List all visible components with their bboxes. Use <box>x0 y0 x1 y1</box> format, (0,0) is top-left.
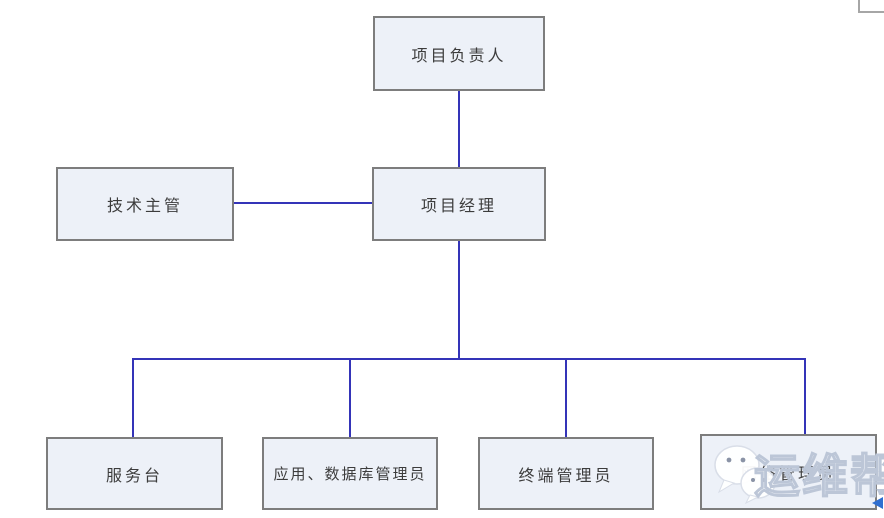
connector-manager-to-branch <box>458 241 460 359</box>
node-service-desk-label: 服务台 <box>105 465 163 485</box>
connector-branch-to-service-desk <box>132 358 134 437</box>
node-project-leader-label: 项目负责人 <box>411 45 507 65</box>
node-app-db-admin-label: 应用、数据库管理员 <box>273 465 427 483</box>
connector-branch-to-terminal-admin <box>565 358 567 437</box>
node-project-manager: 项目经理 <box>372 167 546 241</box>
connector-leader-to-manager <box>458 90 460 167</box>
node-service-desk: 服务台 <box>46 437 223 510</box>
connector-tech-to-manager <box>234 202 372 204</box>
node-network-admin: 网络管理员 <box>700 434 877 510</box>
node-tech-supervisor-label: 技术主管 <box>106 196 183 215</box>
node-terminal-admin-label: 终端管理员 <box>518 465 614 485</box>
node-project-leader: 项目负责人 <box>373 16 545 91</box>
node-terminal-admin: 终端管理员 <box>478 437 654 510</box>
node-project-manager-label: 项目经理 <box>420 196 497 215</box>
node-network-admin-label: 网络管理员 <box>740 464 836 483</box>
connector-branch-to-app-db-admin <box>349 358 351 437</box>
node-app-db-admin: 应用、数据库管理员 <box>262 437 438 510</box>
selection-corner-icon <box>858 0 884 13</box>
connector-branch-horizontal <box>132 358 806 360</box>
node-tech-supervisor: 技术主管 <box>56 167 234 241</box>
connector-branch-to-network-admin <box>804 358 806 434</box>
blue-arrow-icon <box>872 497 883 509</box>
